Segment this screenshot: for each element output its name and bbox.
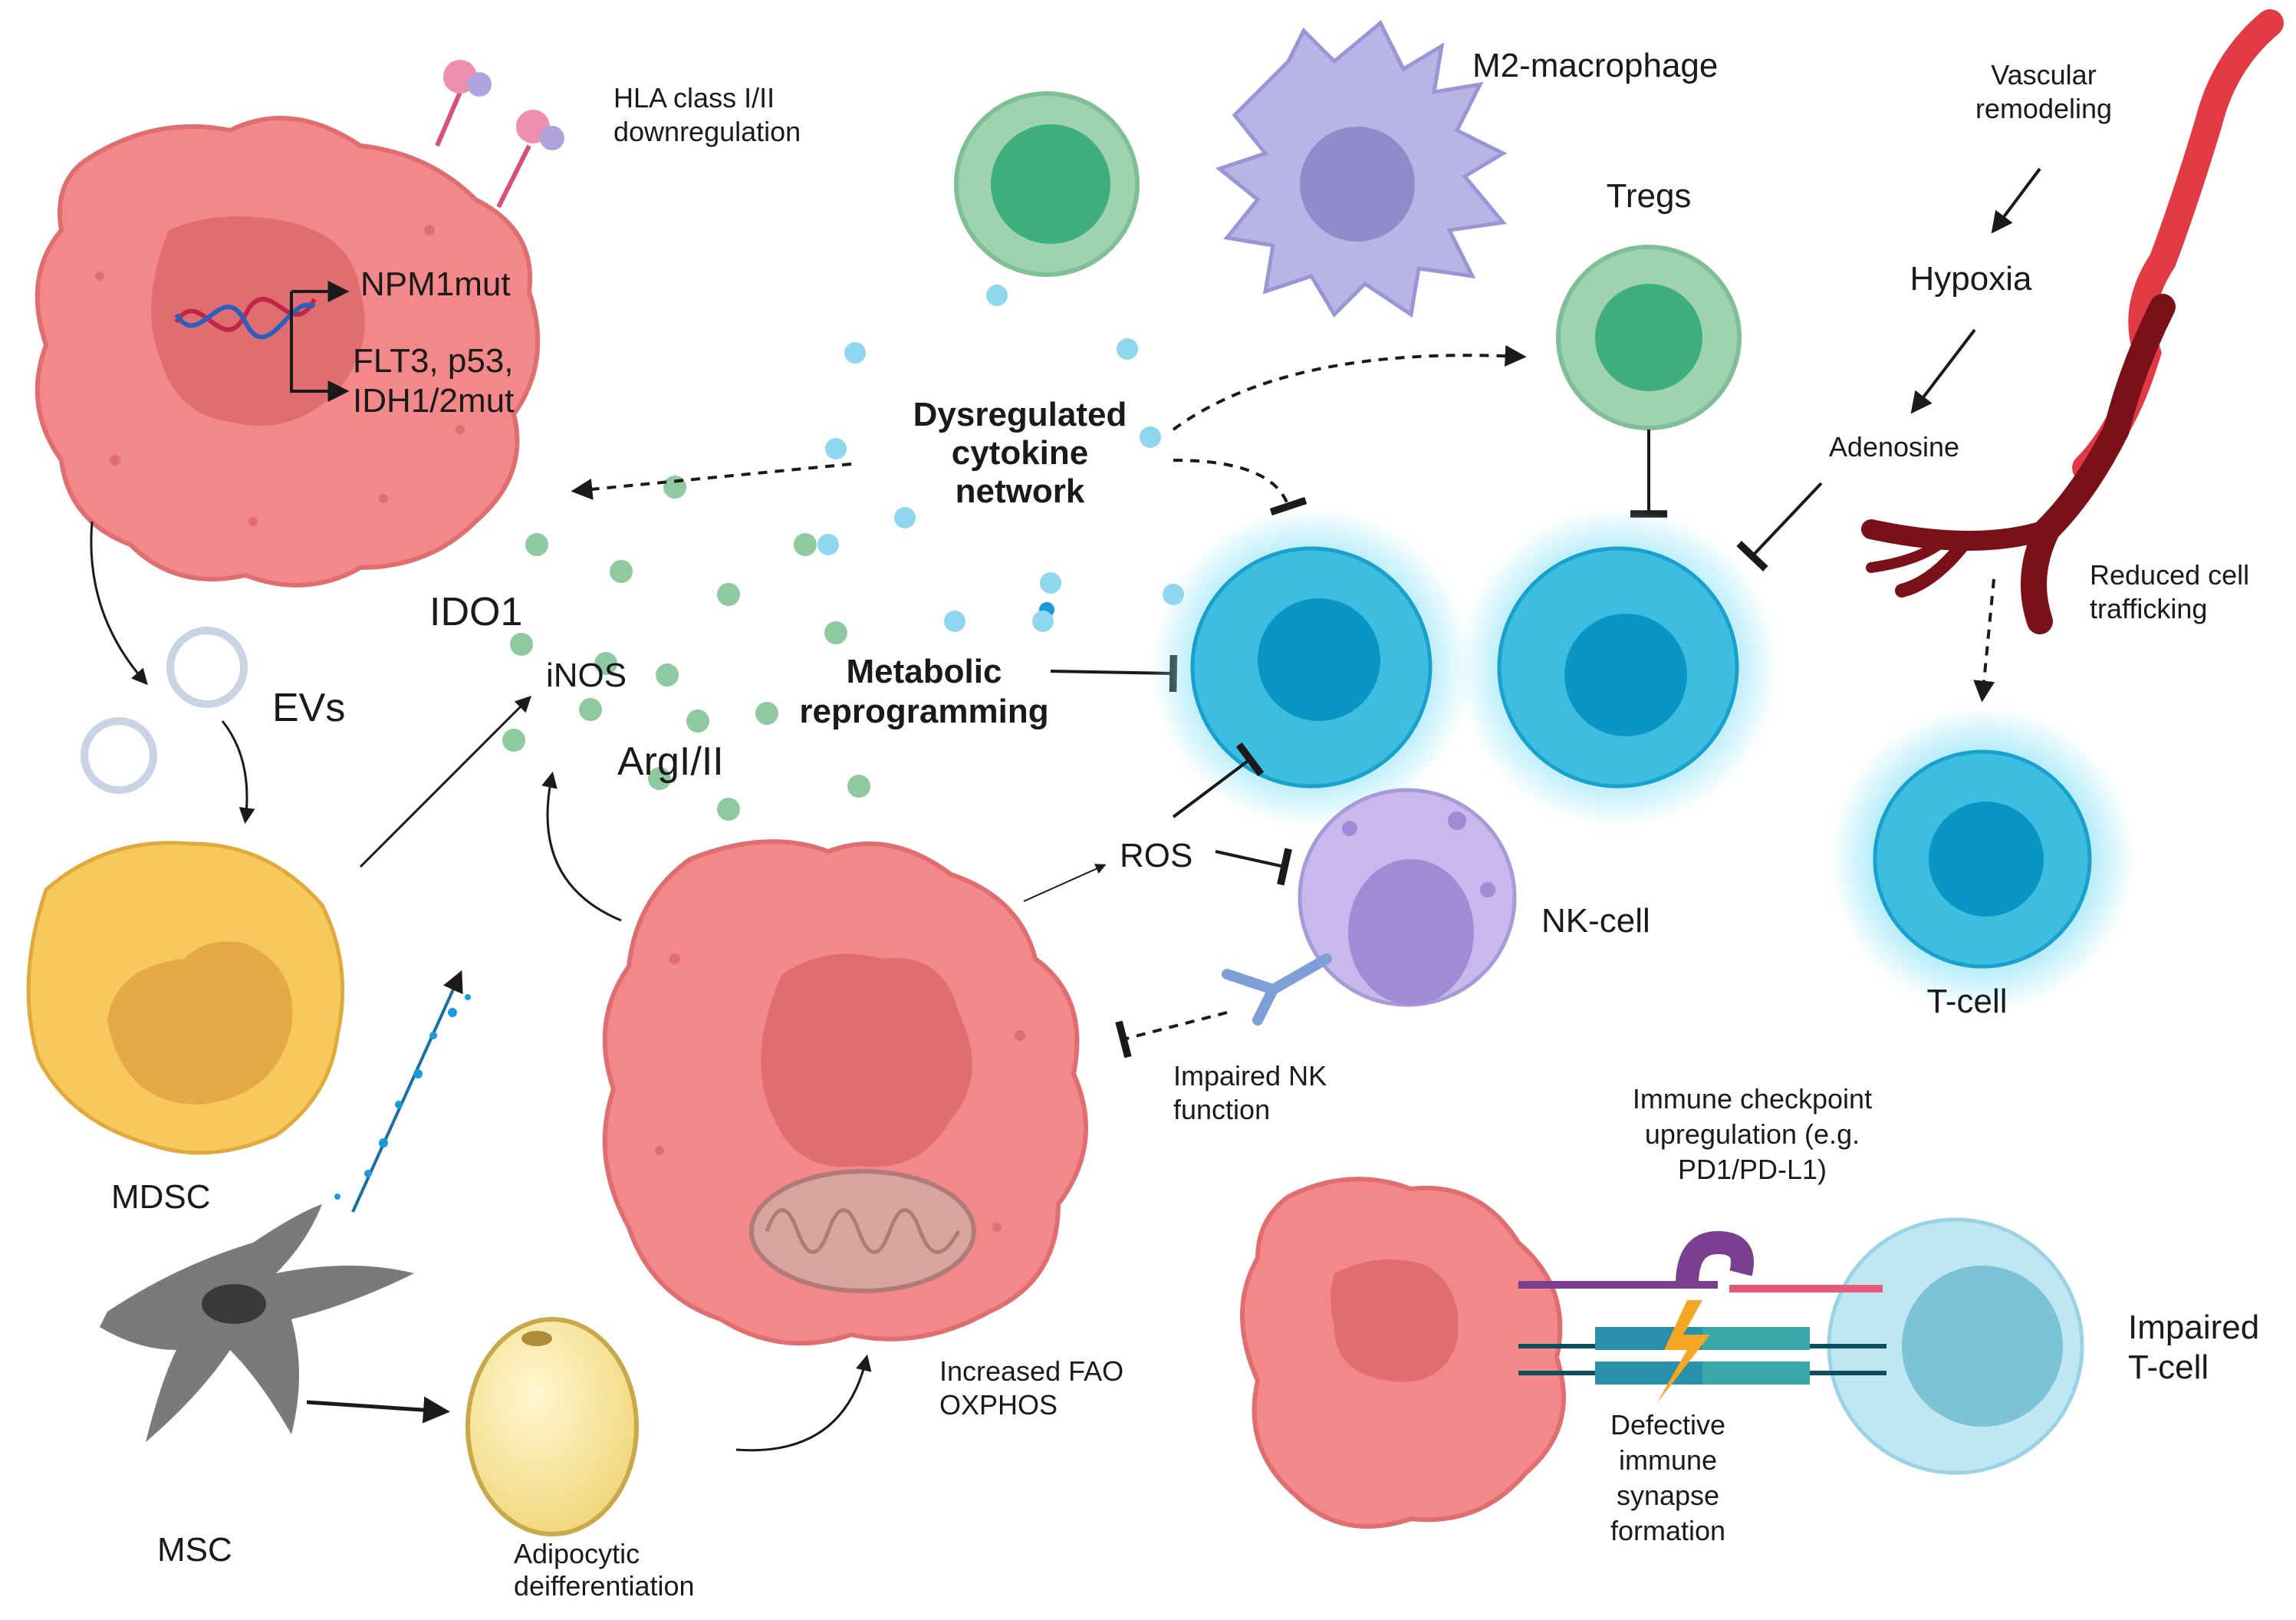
ros-label: ROS: [1120, 837, 1192, 874]
pd1-pdl1-icon: [1518, 1230, 1883, 1292]
msc-cell: [100, 1204, 414, 1442]
impaired-t-cell: [1827, 1217, 2084, 1475]
blood-vessel: [1861, 9, 2284, 634]
extracellular-vesicles: [81, 627, 248, 794]
flt3-label: FLT3, p53,IDH1/2mut: [353, 342, 514, 420]
t-cell-3: [1829, 706, 2136, 1012]
nk-cell: [1298, 788, 1517, 1007]
m2-macrophage-label: M2-macrophage: [1472, 47, 1718, 84]
m2-macrophage-cell: [1215, 20, 1508, 318]
evs-label: EVs: [272, 686, 345, 730]
secretion-arrow-icon: [334, 970, 471, 1213]
tregs-label: Tregs: [1607, 177, 1692, 215]
arg-label: ArgI/II: [617, 739, 724, 784]
hla-receptor-icon: [435, 60, 564, 209]
treg-cell: [1556, 245, 1742, 430]
lightning-icon: [1656, 1300, 1710, 1404]
nk-receptor-icon: [1222, 953, 1332, 1026]
blast-cell-small: [1240, 1177, 1566, 1529]
adipocyte-cell: [465, 1317, 639, 1536]
t-cell-1: [1150, 506, 1472, 828]
adenosine-label: Adenosine: [1829, 431, 1959, 463]
msc-label: MSC: [157, 1531, 232, 1569]
hypoxia-label: Hypoxia: [1910, 260, 2032, 298]
inos-label: iNOS: [546, 657, 627, 694]
nk-cell-label: NK-cell: [1541, 902, 1650, 940]
npm1-label: NPM1mut: [360, 265, 511, 303]
ido1-label: IDO1: [429, 590, 522, 634]
mdsc-cell: [26, 841, 345, 1155]
green-immune-cell: [954, 91, 1140, 277]
t-cell-2: [1457, 506, 1779, 828]
mitochondrion-icon: [749, 1169, 976, 1293]
t-cell-label: T-cell: [1926, 983, 2007, 1020]
green-cytokine-dots: [502, 476, 870, 821]
mdsc-label: MDSC: [111, 1178, 211, 1216]
tcr-mhc-icon: [1518, 1327, 1886, 1385]
